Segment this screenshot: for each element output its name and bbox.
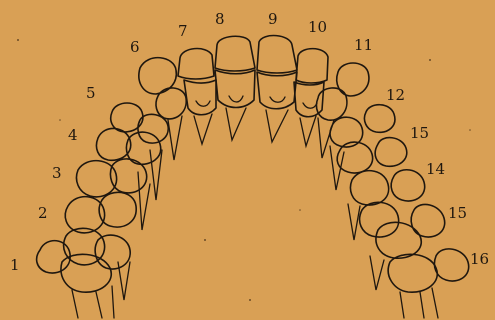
tooth-label-12: 12 — [386, 86, 405, 104]
tooth-10-incisal — [294, 82, 324, 117]
tooth-label-7: 7 — [178, 22, 188, 40]
tooth-9-incisal — [257, 72, 297, 109]
tooth-label-15: 15 — [448, 204, 467, 222]
tooth-label-3: 3 — [52, 164, 62, 182]
tooth-9-crown — [257, 36, 297, 73]
tooth-label-6: 6 — [130, 38, 140, 56]
tooth-label-14: 14 — [426, 160, 445, 178]
tooth-label-5: 5 — [86, 84, 96, 102]
tooth-10-crown — [296, 49, 328, 83]
tooth-label-13: 15 — [410, 124, 429, 142]
tooth-7-incisal — [184, 80, 216, 115]
tooth-8-crown — [215, 36, 255, 71]
tooth-label-4: 4 — [68, 126, 78, 144]
tooth-7-crown — [178, 49, 214, 79]
tooth-label-11: 11 — [354, 36, 373, 54]
left-posterior-teeth — [37, 103, 169, 318]
tooth-label-10: 10 — [308, 18, 327, 36]
tooth-label-9: 9 — [268, 10, 278, 28]
tooth-label-2: 2 — [38, 204, 48, 222]
tooth-label-16: 16 — [470, 250, 489, 268]
tooth-label-8: 8 — [215, 10, 225, 28]
tooth-6-cusp — [156, 88, 186, 119]
anterior-teeth — [139, 36, 369, 160]
tooth-label-1: 1 — [10, 256, 20, 274]
